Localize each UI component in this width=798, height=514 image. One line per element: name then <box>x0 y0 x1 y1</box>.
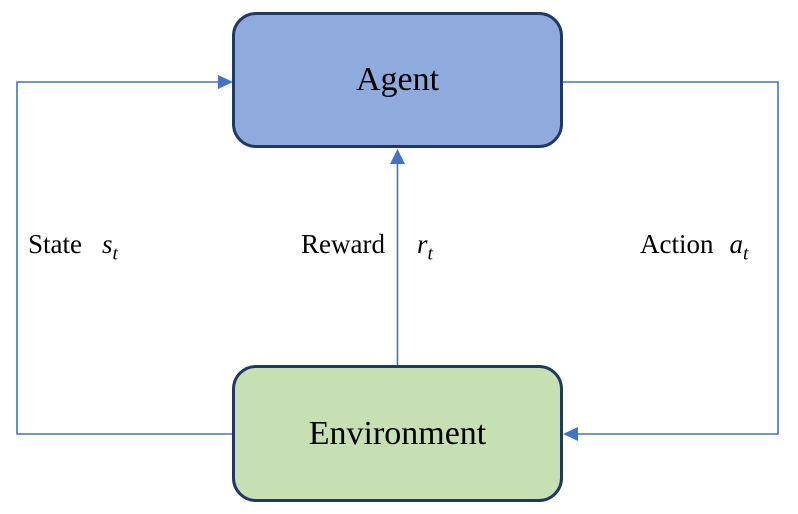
state-symbol-letter: s <box>102 229 113 259</box>
agent-label: Agent <box>355 61 440 98</box>
state-symbol: st <box>102 228 118 265</box>
action-arrow <box>563 81 779 441</box>
reward-symbol: rt <box>416 228 433 265</box>
state-word: State <box>28 229 82 259</box>
reward-label: Reward rt <box>301 228 433 265</box>
action-symbol-subscript: t <box>743 243 749 265</box>
action-word: Action <box>640 229 714 259</box>
action-symbol-letter: a <box>729 229 744 259</box>
environment-label: Environment <box>308 414 487 452</box>
reward-word: Reward <box>301 229 385 259</box>
state-symbol-subscript: t <box>112 243 118 265</box>
state-label: State st <box>28 228 118 265</box>
reward-arrow <box>390 149 405 365</box>
action-label: Action at <box>640 228 749 265</box>
reward-symbol-letter: r <box>416 229 428 259</box>
reward-symbol-subscript: t <box>427 243 433 265</box>
action-symbol: at <box>729 228 749 265</box>
state-arrow <box>16 75 233 435</box>
agent-node: Agent <box>232 12 563 148</box>
environment-node: Environment <box>232 365 563 502</box>
